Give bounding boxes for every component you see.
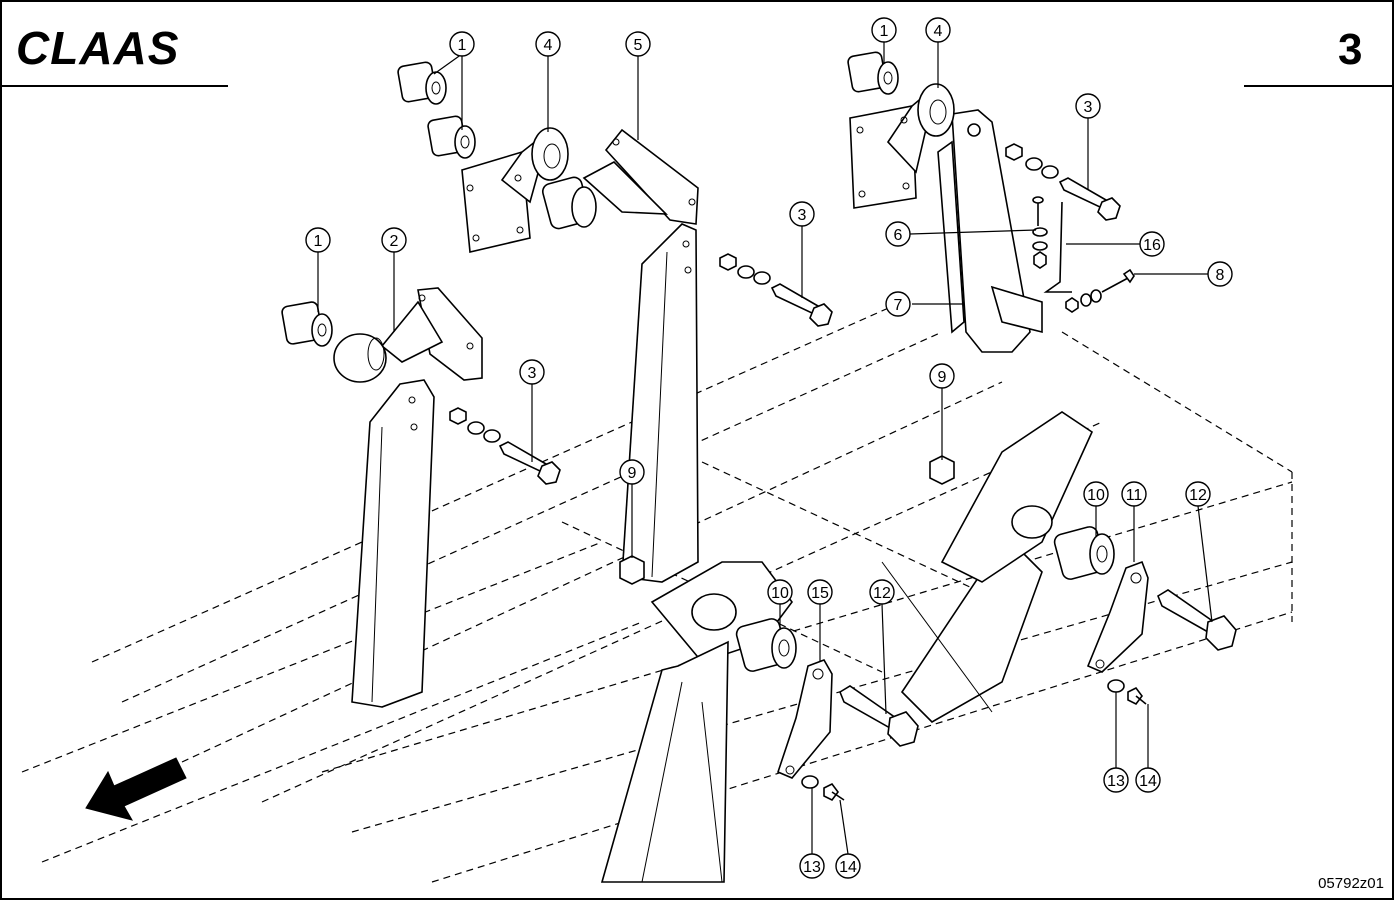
bearing-bracket-4 xyxy=(849,83,955,209)
svg-text:3: 3 xyxy=(798,207,807,224)
svg-text:10: 10 xyxy=(771,585,789,602)
spacer-10 xyxy=(735,618,797,672)
hex-bolt-12 xyxy=(1157,589,1237,651)
rubber-buffer xyxy=(427,115,476,159)
hex-bolt-set xyxy=(719,253,833,327)
rubber-buffer xyxy=(847,51,899,95)
callout-12: 12 xyxy=(869,579,895,605)
callout-3: 3 xyxy=(1075,93,1101,119)
center-upright-support xyxy=(621,223,699,583)
svg-text:13: 13 xyxy=(1107,773,1125,790)
callout-8: 8 xyxy=(1207,261,1233,287)
svg-text:12: 12 xyxy=(873,585,891,602)
svg-text:11: 11 xyxy=(1126,487,1143,504)
callout-12: 12 xyxy=(1185,481,1211,507)
bracket-16 xyxy=(1043,201,1072,293)
svg-text:13: 13 xyxy=(803,859,821,876)
leader-lines xyxy=(317,42,1213,855)
hex-bolt-set xyxy=(1005,143,1121,221)
brand-logo: CLAAS xyxy=(16,22,179,74)
callout-15: 15 xyxy=(807,579,833,605)
svg-text:9: 9 xyxy=(628,465,637,482)
callout-10: 10 xyxy=(1083,481,1109,507)
bearing-bracket-4 xyxy=(461,127,569,253)
plate-15 xyxy=(777,659,833,779)
callout-13: 13 xyxy=(799,853,825,879)
callout-4: 4 xyxy=(535,31,561,57)
washer-13 xyxy=(1107,679,1125,693)
svg-text:1: 1 xyxy=(458,37,467,54)
small-bolt-set-6 xyxy=(1032,196,1048,269)
callout-10: 10 xyxy=(767,579,793,605)
lower-linkage-right xyxy=(881,411,1094,723)
washer-13 xyxy=(801,775,819,789)
callout-14: 14 xyxy=(1135,767,1161,793)
svg-text:12: 12 xyxy=(1189,487,1207,504)
callout-4: 4 xyxy=(925,17,951,43)
svg-text:8: 8 xyxy=(1216,267,1225,284)
callout-16: 16 xyxy=(1139,231,1165,257)
spacer-10 xyxy=(1053,526,1115,580)
callout-11: 11 xyxy=(1121,481,1147,507)
svg-text:10: 10 xyxy=(1087,487,1105,504)
svg-text:6: 6 xyxy=(894,227,903,244)
svg-text:9: 9 xyxy=(938,369,947,386)
hex-bolt-set xyxy=(449,407,561,485)
callout-2: 2 xyxy=(381,227,407,253)
callout-9: 9 xyxy=(619,459,645,485)
svg-text:4: 4 xyxy=(934,23,943,40)
callout-3: 3 xyxy=(789,201,815,227)
callout-1: 1 xyxy=(449,31,475,57)
plate-11 xyxy=(1086,560,1149,673)
screw-14 xyxy=(823,782,845,802)
svg-text:1: 1 xyxy=(880,23,889,40)
callout-1: 1 xyxy=(871,17,897,43)
callout-3: 3 xyxy=(519,359,545,385)
svg-text:CLAAS: CLAAS xyxy=(16,22,179,74)
callout-13: 13 xyxy=(1103,767,1129,793)
callout-9: 9 xyxy=(929,363,955,389)
callout-1: 1 xyxy=(305,227,331,253)
svg-text:14: 14 xyxy=(1139,773,1157,790)
callout-6: 6 xyxy=(885,221,911,247)
svg-text:15: 15 xyxy=(811,585,829,602)
svg-text:14: 14 xyxy=(839,859,857,876)
rubber-buffer xyxy=(281,301,333,347)
svg-text:3: 3 xyxy=(528,365,537,382)
nut-9 xyxy=(619,555,645,585)
callout-5: 5 xyxy=(625,31,651,57)
svg-text:7: 7 xyxy=(894,297,903,314)
left-upright-support xyxy=(351,379,435,708)
page-number: 3 xyxy=(1338,25,1362,74)
direction-arrow-icon xyxy=(85,757,187,821)
callout-7: 7 xyxy=(885,291,911,317)
callout-14: 14 xyxy=(835,853,861,879)
lower-linkage-center xyxy=(600,561,793,883)
small-bolt-set-8 xyxy=(1065,268,1135,313)
drawing-number: 05792z01 xyxy=(1318,875,1384,892)
svg-text:3: 3 xyxy=(1084,99,1093,116)
screw-14 xyxy=(1127,686,1147,706)
bearing-bracket-2 xyxy=(333,287,483,383)
svg-text:16: 16 xyxy=(1143,237,1161,254)
svg-text:1: 1 xyxy=(314,233,323,250)
svg-text:2: 2 xyxy=(390,233,399,250)
rubber-buffer xyxy=(397,61,447,105)
nut-9 xyxy=(929,455,955,485)
hex-bolt-12 xyxy=(839,685,919,747)
svg-text:5: 5 xyxy=(634,37,643,54)
bearing-bracket-5 xyxy=(541,128,699,230)
svg-text:4: 4 xyxy=(544,37,553,54)
